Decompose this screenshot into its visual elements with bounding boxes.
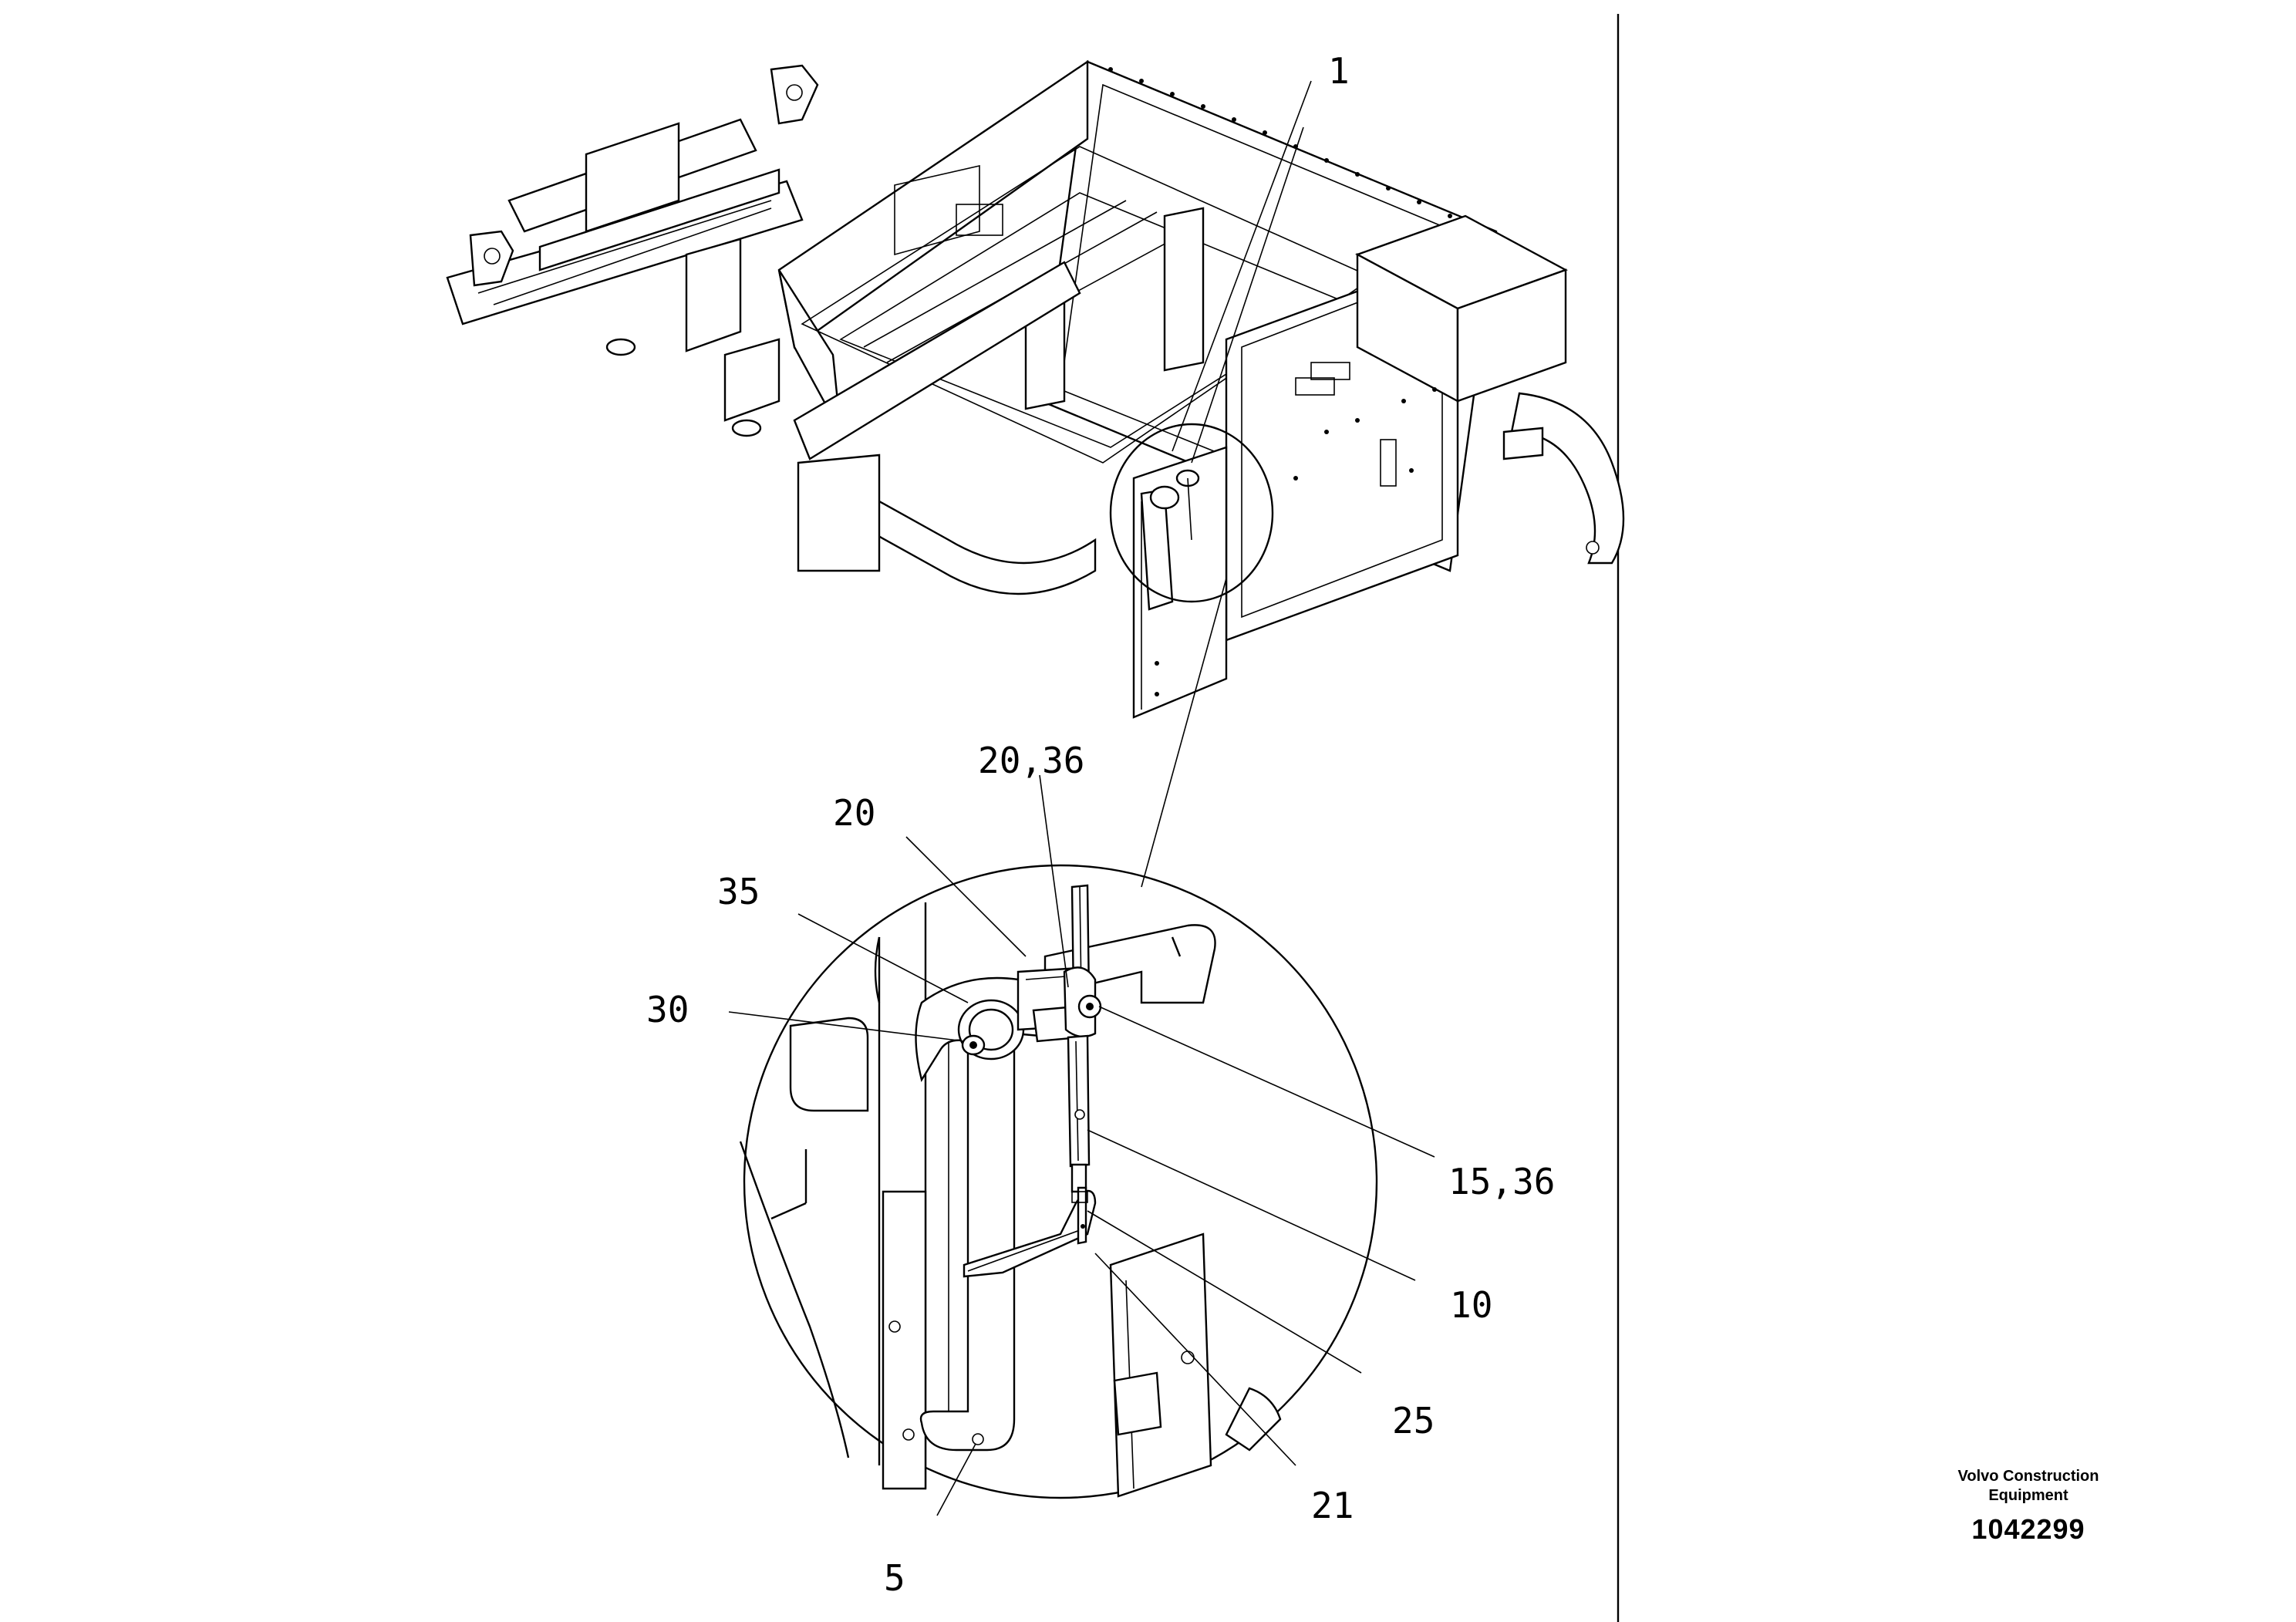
callout-labels: 1 20,36 20 35 30 15,36 10 25 21 5 bbox=[646, 50, 1555, 1599]
callout-1: 1 bbox=[1328, 50, 1350, 92]
callout-10: 10 bbox=[1450, 1284, 1492, 1326]
title-block: Volvo Construction Equipment 1042299 bbox=[1882, 1467, 2175, 1546]
callout-30: 30 bbox=[646, 989, 689, 1030]
company-name-line2: Equipment bbox=[1988, 1487, 2068, 1504]
callout-5: 5 bbox=[884, 1557, 905, 1599]
callout-20-36: 20,36 bbox=[978, 740, 1084, 781]
lever-arm-part-5 bbox=[915, 976, 1058, 1452]
frame-assembly-overview bbox=[446, 59, 1625, 719]
drawing-number: 1042299 bbox=[1971, 1513, 2085, 1545]
callout-20: 20 bbox=[833, 792, 875, 834]
detail-circle bbox=[743, 864, 1378, 1499]
detail-view bbox=[739, 126, 1378, 1499]
company-name-line1: Volvo Construction bbox=[1957, 1468, 2099, 1485]
leader-lines bbox=[728, 80, 1435, 1516]
callout-25: 25 bbox=[1392, 1400, 1435, 1442]
turnbuckle-part-10 bbox=[1067, 1034, 1091, 1168]
callout-21: 21 bbox=[1311, 1485, 1354, 1526]
callout-15-36: 15,36 bbox=[1448, 1161, 1555, 1202]
callout-35: 35 bbox=[717, 871, 760, 912]
pin-part-21 bbox=[1077, 1186, 1087, 1245]
